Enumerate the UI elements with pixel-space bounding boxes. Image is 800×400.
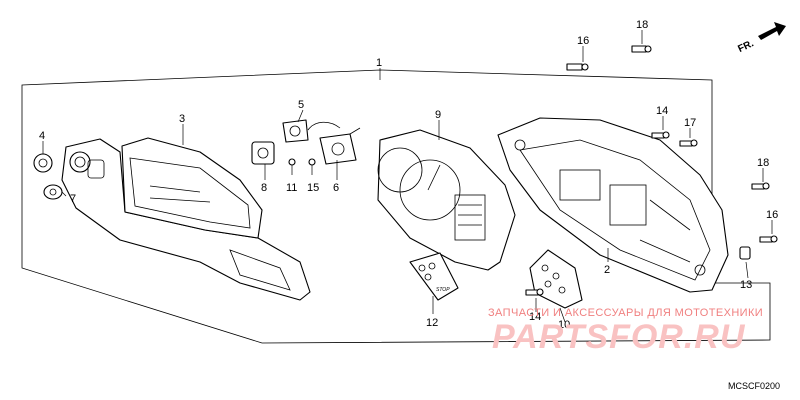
part-case bbox=[497, 117, 729, 293]
callout-14-lower: 14 bbox=[529, 311, 541, 323]
callout-1: 1 bbox=[376, 57, 382, 69]
callout-12: 12 bbox=[426, 317, 438, 329]
callout-4: 4 bbox=[39, 130, 45, 142]
callout-17: 17 bbox=[684, 117, 696, 129]
callout-11: 11 bbox=[286, 182, 297, 194]
part-boot bbox=[43, 184, 63, 200]
front-label: FR. bbox=[736, 38, 755, 55]
assembly-frame bbox=[21, 69, 771, 344]
diagram-code: MCSCF0200 bbox=[728, 381, 781, 391]
callout-14-upper: 14 bbox=[656, 105, 668, 117]
callout-5: 5 bbox=[298, 99, 304, 111]
screw-11 bbox=[288, 158, 296, 175]
part-sensor bbox=[251, 141, 275, 165]
part-bracket bbox=[282, 119, 309, 143]
part-grommet bbox=[739, 246, 751, 260]
callout-18-top: 18 bbox=[636, 19, 648, 31]
decal-text: STOP bbox=[436, 287, 450, 293]
part-switch-pad bbox=[529, 249, 583, 309]
part-lens-cover bbox=[61, 137, 311, 301]
front-direction-indicator: FR. bbox=[736, 22, 786, 55]
screw-18-right bbox=[751, 182, 770, 190]
screw-17 bbox=[679, 139, 698, 147]
watermark-logo: PARTSFOR.RU bbox=[492, 318, 746, 356]
callout-6: 6 bbox=[333, 182, 339, 194]
callout-3: 3 bbox=[179, 113, 185, 125]
callout-8: 8 bbox=[261, 182, 267, 194]
screw-16-right bbox=[759, 235, 778, 243]
screw-18-top bbox=[631, 45, 652, 53]
part-indicator-decal: STOP bbox=[409, 252, 459, 301]
watermark-caption: ЗАПЧАСТИ И АКСЕССУАРЫ ДЛЯ МОТОТЕХНИКИ bbox=[488, 307, 764, 319]
callout-10: 10 bbox=[558, 319, 570, 331]
callout-16-top: 16 bbox=[577, 35, 589, 47]
callout-15: 15 bbox=[307, 182, 319, 194]
callout-16-right: 16 bbox=[766, 209, 778, 221]
front-arrow-icon bbox=[758, 22, 786, 40]
part-knob bbox=[33, 153, 53, 173]
callout-2: 2 bbox=[604, 264, 610, 276]
callout-9: 9 bbox=[435, 109, 441, 121]
screw-16-top bbox=[566, 63, 589, 71]
part-harness bbox=[307, 121, 361, 165]
leader-lines bbox=[42, 30, 773, 323]
callout-18-right: 18 bbox=[757, 157, 769, 169]
screw-14-lower bbox=[525, 288, 544, 296]
screw-15 bbox=[308, 158, 316, 175]
callout-13: 13 bbox=[740, 279, 752, 291]
callout-7: 7 bbox=[70, 193, 76, 205]
screw-14-upper bbox=[651, 131, 670, 139]
part-meter-panel bbox=[377, 129, 516, 271]
